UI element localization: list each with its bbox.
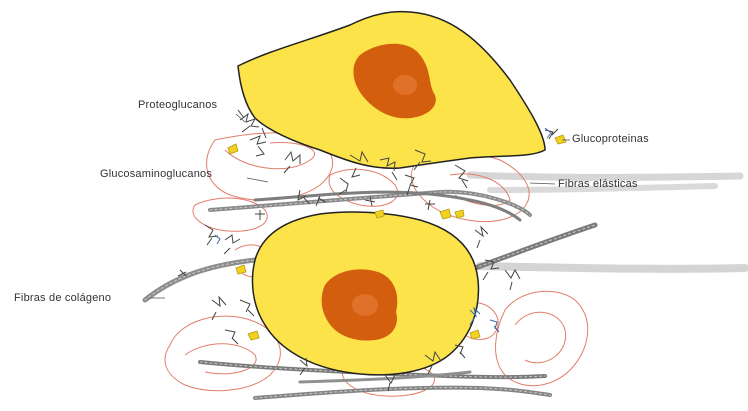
label-glycosaminoglycans: Glucosaminoglucanos: [100, 168, 212, 180]
label-collagen-fibers: Fibras de colágeno: [14, 292, 111, 304]
label-proteoglycans: Proteoglucanos: [138, 99, 217, 111]
lower-cell: [252, 212, 478, 375]
lower-nucleolus: [352, 294, 378, 316]
elastic-fiber: [480, 266, 745, 269]
upper-nucleolus: [393, 75, 417, 95]
label-glycoproteins: Glucoproteinas: [572, 133, 649, 145]
upper-cell: [238, 12, 545, 169]
label-elastic-fibers: Fibras elásticas: [558, 178, 638, 190]
